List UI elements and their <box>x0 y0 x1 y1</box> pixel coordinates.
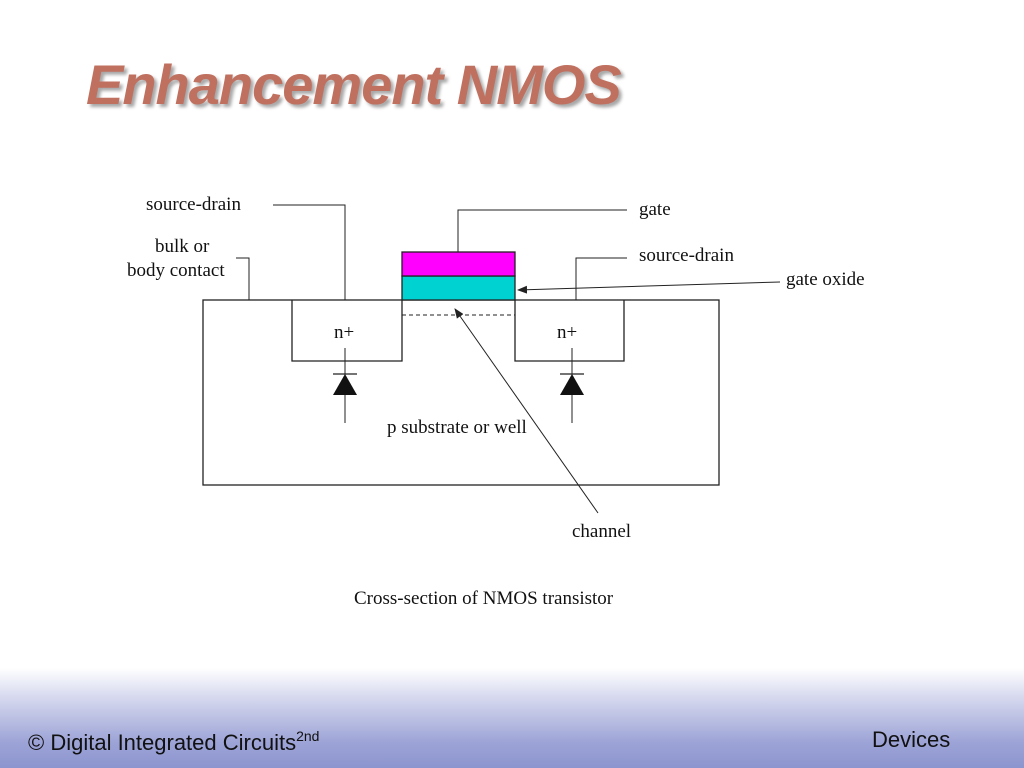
source-drain-left-label: source-drain <box>146 194 241 215</box>
bulk-contact-leader <box>236 257 250 300</box>
gate-oxide-layer <box>401 275 516 301</box>
gate-leader <box>457 209 627 252</box>
bulk-contact-label-line2: body contact <box>127 260 225 281</box>
n-plus-well-left <box>291 300 403 362</box>
diode-right <box>560 348 584 423</box>
footer-copyright-text: © Digital Integrated Circuits <box>28 730 297 755</box>
gate-layer <box>401 251 516 277</box>
diode-left <box>333 348 357 423</box>
gate-oxide-label: gate oxide <box>786 269 865 290</box>
substrate-body <box>202 299 720 486</box>
diagram-caption: Cross-section of NMOS transistor <box>354 588 614 609</box>
footer-bar <box>0 668 1024 768</box>
footer-section-label: Devices <box>872 727 951 752</box>
gate-oxide-arrow <box>517 281 781 294</box>
n-plus-right-label: n+ <box>557 322 577 343</box>
substrate-label: p substrate or well <box>387 417 527 438</box>
n-plus-left-label: n+ <box>334 322 354 343</box>
source-drain-right-leader <box>575 257 627 300</box>
channel-label: channel <box>572 521 631 542</box>
source-drain-right-label: source-drain <box>639 245 734 266</box>
n-plus-well-right <box>514 300 625 362</box>
footer-edition-superscript: 2nd <box>296 728 320 744</box>
footer-copyright: © Digital Integrated Circuits2nd <box>28 728 319 756</box>
source-drain-left-leader <box>273 204 346 300</box>
bulk-contact-label-line1: bulk or <box>155 236 210 257</box>
gate-label: gate <box>639 199 671 220</box>
slide-title: Enhancement NMOS <box>86 53 622 116</box>
channel-arrow <box>454 308 599 514</box>
